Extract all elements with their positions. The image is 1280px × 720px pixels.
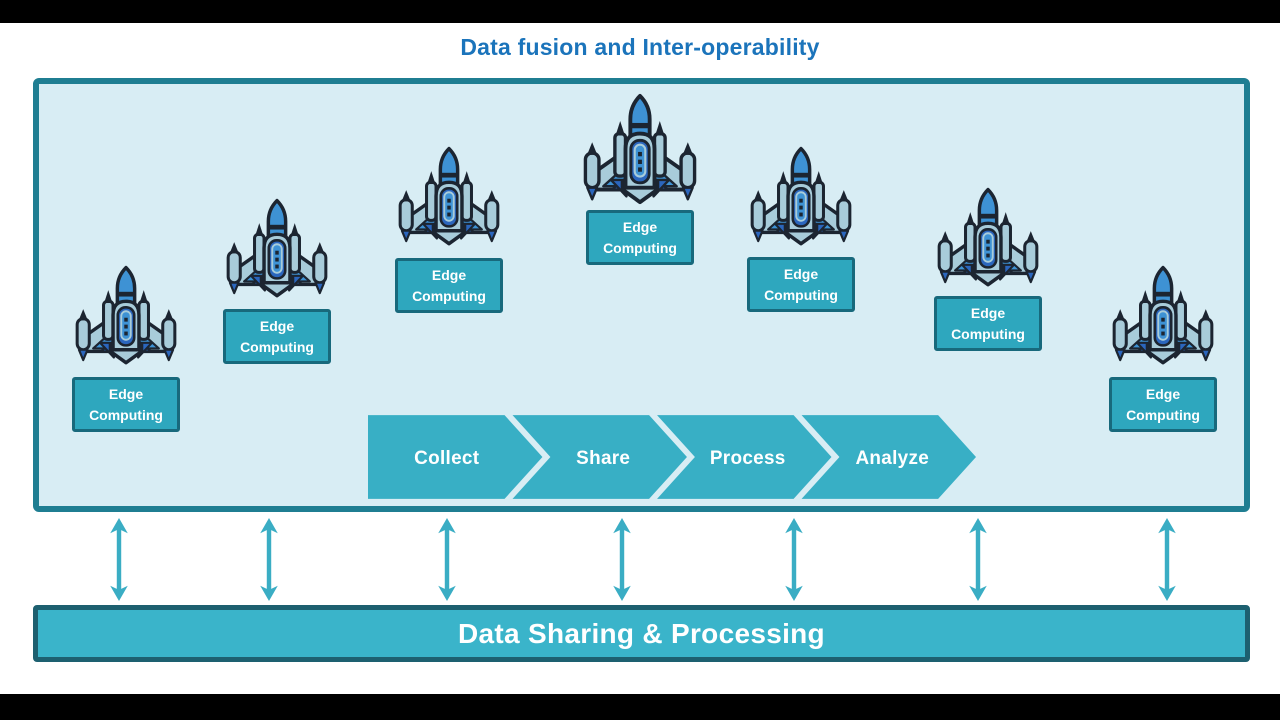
data-sharing-bar: Data Sharing & Processing (33, 605, 1250, 662)
double-headed-arrow-icon (110, 517, 128, 602)
double-headed-arrow-icon (613, 517, 631, 602)
double-headed-arrow-icon (438, 517, 456, 602)
letterbox-bottom (0, 694, 1280, 720)
process-step-label: Analyze (855, 448, 929, 469)
process-step-collect: Collect (368, 415, 543, 499)
letterbox-top (0, 0, 1280, 23)
process-step-label: Share (576, 448, 630, 469)
process-step-label: Process (710, 448, 786, 469)
double-headed-arrow-icon (969, 517, 987, 602)
process-flow-arrow: Collect Share Process Analyze (368, 415, 977, 499)
process-step-process: Process (657, 415, 832, 499)
double-headed-arrow-icon (1158, 517, 1176, 602)
process-step-analyze: Analyze (801, 415, 977, 499)
double-headed-arrow-icon (785, 517, 803, 602)
diagram-title: Data fusion and Inter-operability (460, 34, 820, 60)
process-step-share: Share (512, 415, 687, 499)
double-headed-arrow-icon (260, 517, 278, 602)
process-step-label: Collect (414, 448, 480, 469)
